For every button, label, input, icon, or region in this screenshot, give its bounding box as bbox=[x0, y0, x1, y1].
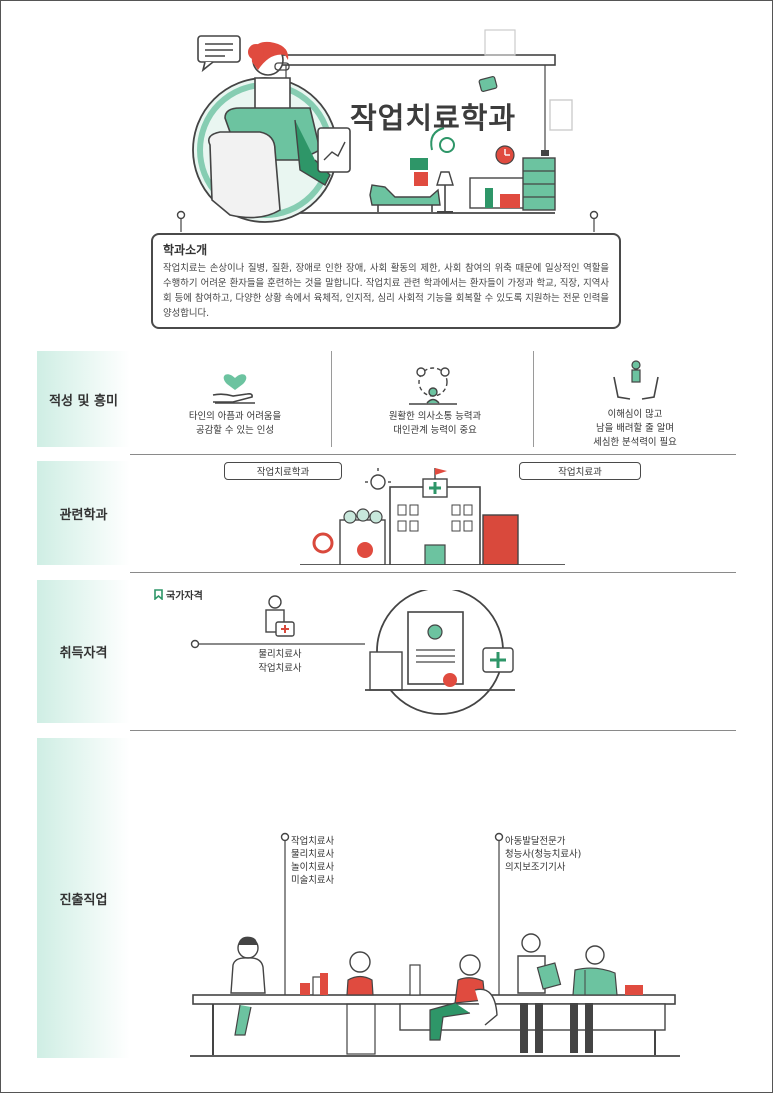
career-label: 진출직업 bbox=[37, 738, 130, 1058]
intro-title: 학과소개 bbox=[163, 243, 208, 257]
section-divider bbox=[130, 730, 736, 731]
section-divider bbox=[130, 572, 736, 573]
license-item: 물리치료사 bbox=[258, 649, 302, 660]
aptitude-text: 대인관계 능력이 중요 bbox=[393, 425, 477, 436]
caring-hands-icon bbox=[613, 360, 659, 400]
career-item: 미술치료사 bbox=[291, 875, 335, 886]
career-illustration bbox=[190, 832, 680, 1057]
career-item: 놀이치료사 bbox=[291, 862, 335, 873]
heart-hand-icon bbox=[212, 374, 255, 404]
aptitude-label: 적성 및 흥미 bbox=[37, 351, 130, 447]
aptitude-item-2: 원활한 의사소통 능력과 대인관계 능력이 중요 bbox=[340, 410, 530, 438]
hospital-building-illustration bbox=[300, 468, 565, 565]
career-item: 작업치료사 bbox=[291, 836, 335, 847]
license-badge-text: 국가자격 bbox=[166, 591, 203, 602]
aptitude-text: 세심한 분석력이 필요 bbox=[593, 437, 677, 448]
section-divider bbox=[130, 454, 736, 455]
bookmark-icon bbox=[154, 589, 163, 600]
communication-people-icon bbox=[409, 367, 457, 405]
divider bbox=[331, 351, 332, 447]
career-item: 물리치료사 bbox=[291, 849, 335, 860]
aptitude-text: 남을 배려할 줄 알며 bbox=[596, 423, 674, 434]
aptitude-text: 원활한 의사소통 능력과 bbox=[388, 411, 482, 422]
hero-illustration bbox=[176, 29, 599, 232]
divider bbox=[533, 351, 534, 447]
aptitude-item-1: 타인의 아픔과 어려움을 공감할 수 있는 인성 bbox=[140, 410, 330, 438]
career-item: 청능사(청능치료사) bbox=[505, 849, 582, 860]
related-label: 관련학과 bbox=[37, 461, 130, 565]
license-item: 작업치료사 bbox=[258, 663, 302, 674]
related-tag-1: 작업치료학과 bbox=[224, 462, 342, 480]
career-item: 아동발달전문가 bbox=[505, 836, 566, 847]
career-group-1: 작업치료사 물리치료사 놀이치료사 미술치료사 bbox=[291, 835, 334, 887]
department-title: 작업치료학과 bbox=[350, 101, 517, 135]
license-illustration bbox=[190, 590, 515, 715]
career-item: 의지보조기기사 bbox=[505, 862, 566, 873]
aptitude-text: 공감할 수 있는 인성 bbox=[196, 425, 274, 436]
career-group-2: 아동발달전문가 청능사(청능치료사) 의지보조기기사 bbox=[505, 835, 581, 874]
related-tag-2: 작업치료과 bbox=[519, 462, 641, 480]
aptitude-text: 이해심이 많고 bbox=[607, 409, 663, 420]
license-list: 물리치료사 작업치료사 bbox=[235, 648, 325, 676]
intro-body: 작업치료는 손상이나 질병, 질환, 장애로 인한 장애, 사회 활동의 제한,… bbox=[163, 263, 609, 319]
intro-box: 학과소개 작업치료는 손상이나 질병, 질환, 장애로 인한 장애, 사회 활동… bbox=[151, 233, 621, 329]
license-label: 취득자격 bbox=[37, 580, 130, 723]
aptitude-text: 타인의 아픔과 어려움을 bbox=[188, 411, 282, 422]
license-badge: 국가자격 bbox=[154, 587, 203, 602]
aptitude-item-3: 이해심이 많고 남을 배려할 줄 알며 세심한 분석력이 필요 bbox=[545, 408, 725, 450]
